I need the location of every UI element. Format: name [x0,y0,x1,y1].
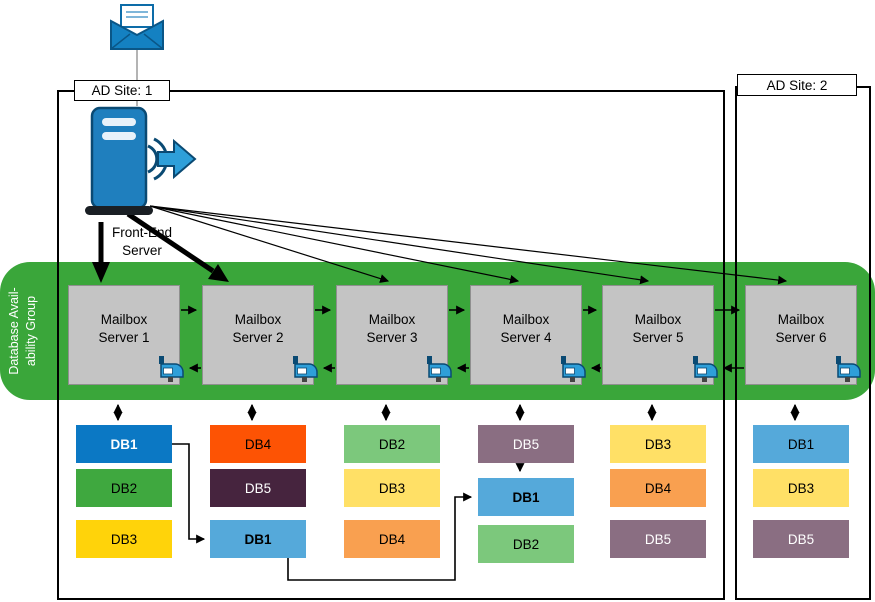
db-s4-db5: DB5 [478,425,574,463]
mailbox-icon [690,352,720,382]
db-s6-db1: DB1 [753,425,849,463]
mailbox-icon [833,352,863,382]
mailbox-server-4: Mailbox Server 4 [470,285,582,385]
mailbox-server-4-name: Mailbox Server 4 [500,311,552,345]
db-s3-db4: DB4 [344,520,440,558]
mailbox-icon [424,352,454,382]
db-s5-db5: DB5 [610,520,706,558]
mailbox-server-6-name: Mailbox Server 6 [775,311,827,345]
db-s2-db4: DB4 [210,425,306,463]
db-s4-db2: DB2 [478,525,574,563]
server-tower-icon [85,106,153,215]
envelope-icon [108,4,166,51]
mailbox-icon [558,352,588,382]
db-s5-db4: DB4 [610,469,706,507]
db-s2-db5: DB5 [210,469,306,507]
dag-band-label: Database Avail- ability Group [7,287,38,375]
db-s3-db3: DB3 [344,469,440,507]
db-s5-db3: DB3 [610,425,706,463]
letter-icon [120,4,154,28]
envelope-body-icon [110,19,164,50]
mailbox-server-1: Mailbox Server 1 [68,285,180,385]
mailbox-server-3-name: Mailbox Server 3 [366,311,418,345]
mailbox-server-2-name: Mailbox Server 2 [232,311,284,345]
mailbox-server-5-name: Mailbox Server 5 [632,311,684,345]
mailbox-server-6: Mailbox Server 6 [745,285,857,385]
db-s6-db3: DB3 [753,469,849,507]
mailbox-server-5: Mailbox Server 5 [602,285,714,385]
front-end-server-label: Front-End Server [111,225,173,258]
mailbox-icon [156,352,186,382]
ad-site-1-boundary [57,90,725,600]
mailbox-icon [290,352,320,382]
mailbox-server-2: Mailbox Server 2 [202,285,314,385]
front-end-server-icon [82,106,197,224]
db-s2-db1: DB1 [210,520,306,558]
db-s1-db3: DB3 [76,520,172,558]
db-s1-db1: DB1 [76,425,172,463]
db-s3-db2: DB2 [344,425,440,463]
db-s4-db1: DB1 [478,478,574,516]
ad-site-2-label: AD Site: 2 [737,74,857,96]
mailbox-server-3: Mailbox Server 3 [336,285,448,385]
ad-site-1-label: AD Site: 1 [74,80,170,101]
db-s6-db5: DB5 [753,520,849,558]
mailbox-server-1-name: Mailbox Server 1 [98,311,150,345]
db-s1-db2: DB2 [76,469,172,507]
right-arrow-icon [157,138,197,180]
